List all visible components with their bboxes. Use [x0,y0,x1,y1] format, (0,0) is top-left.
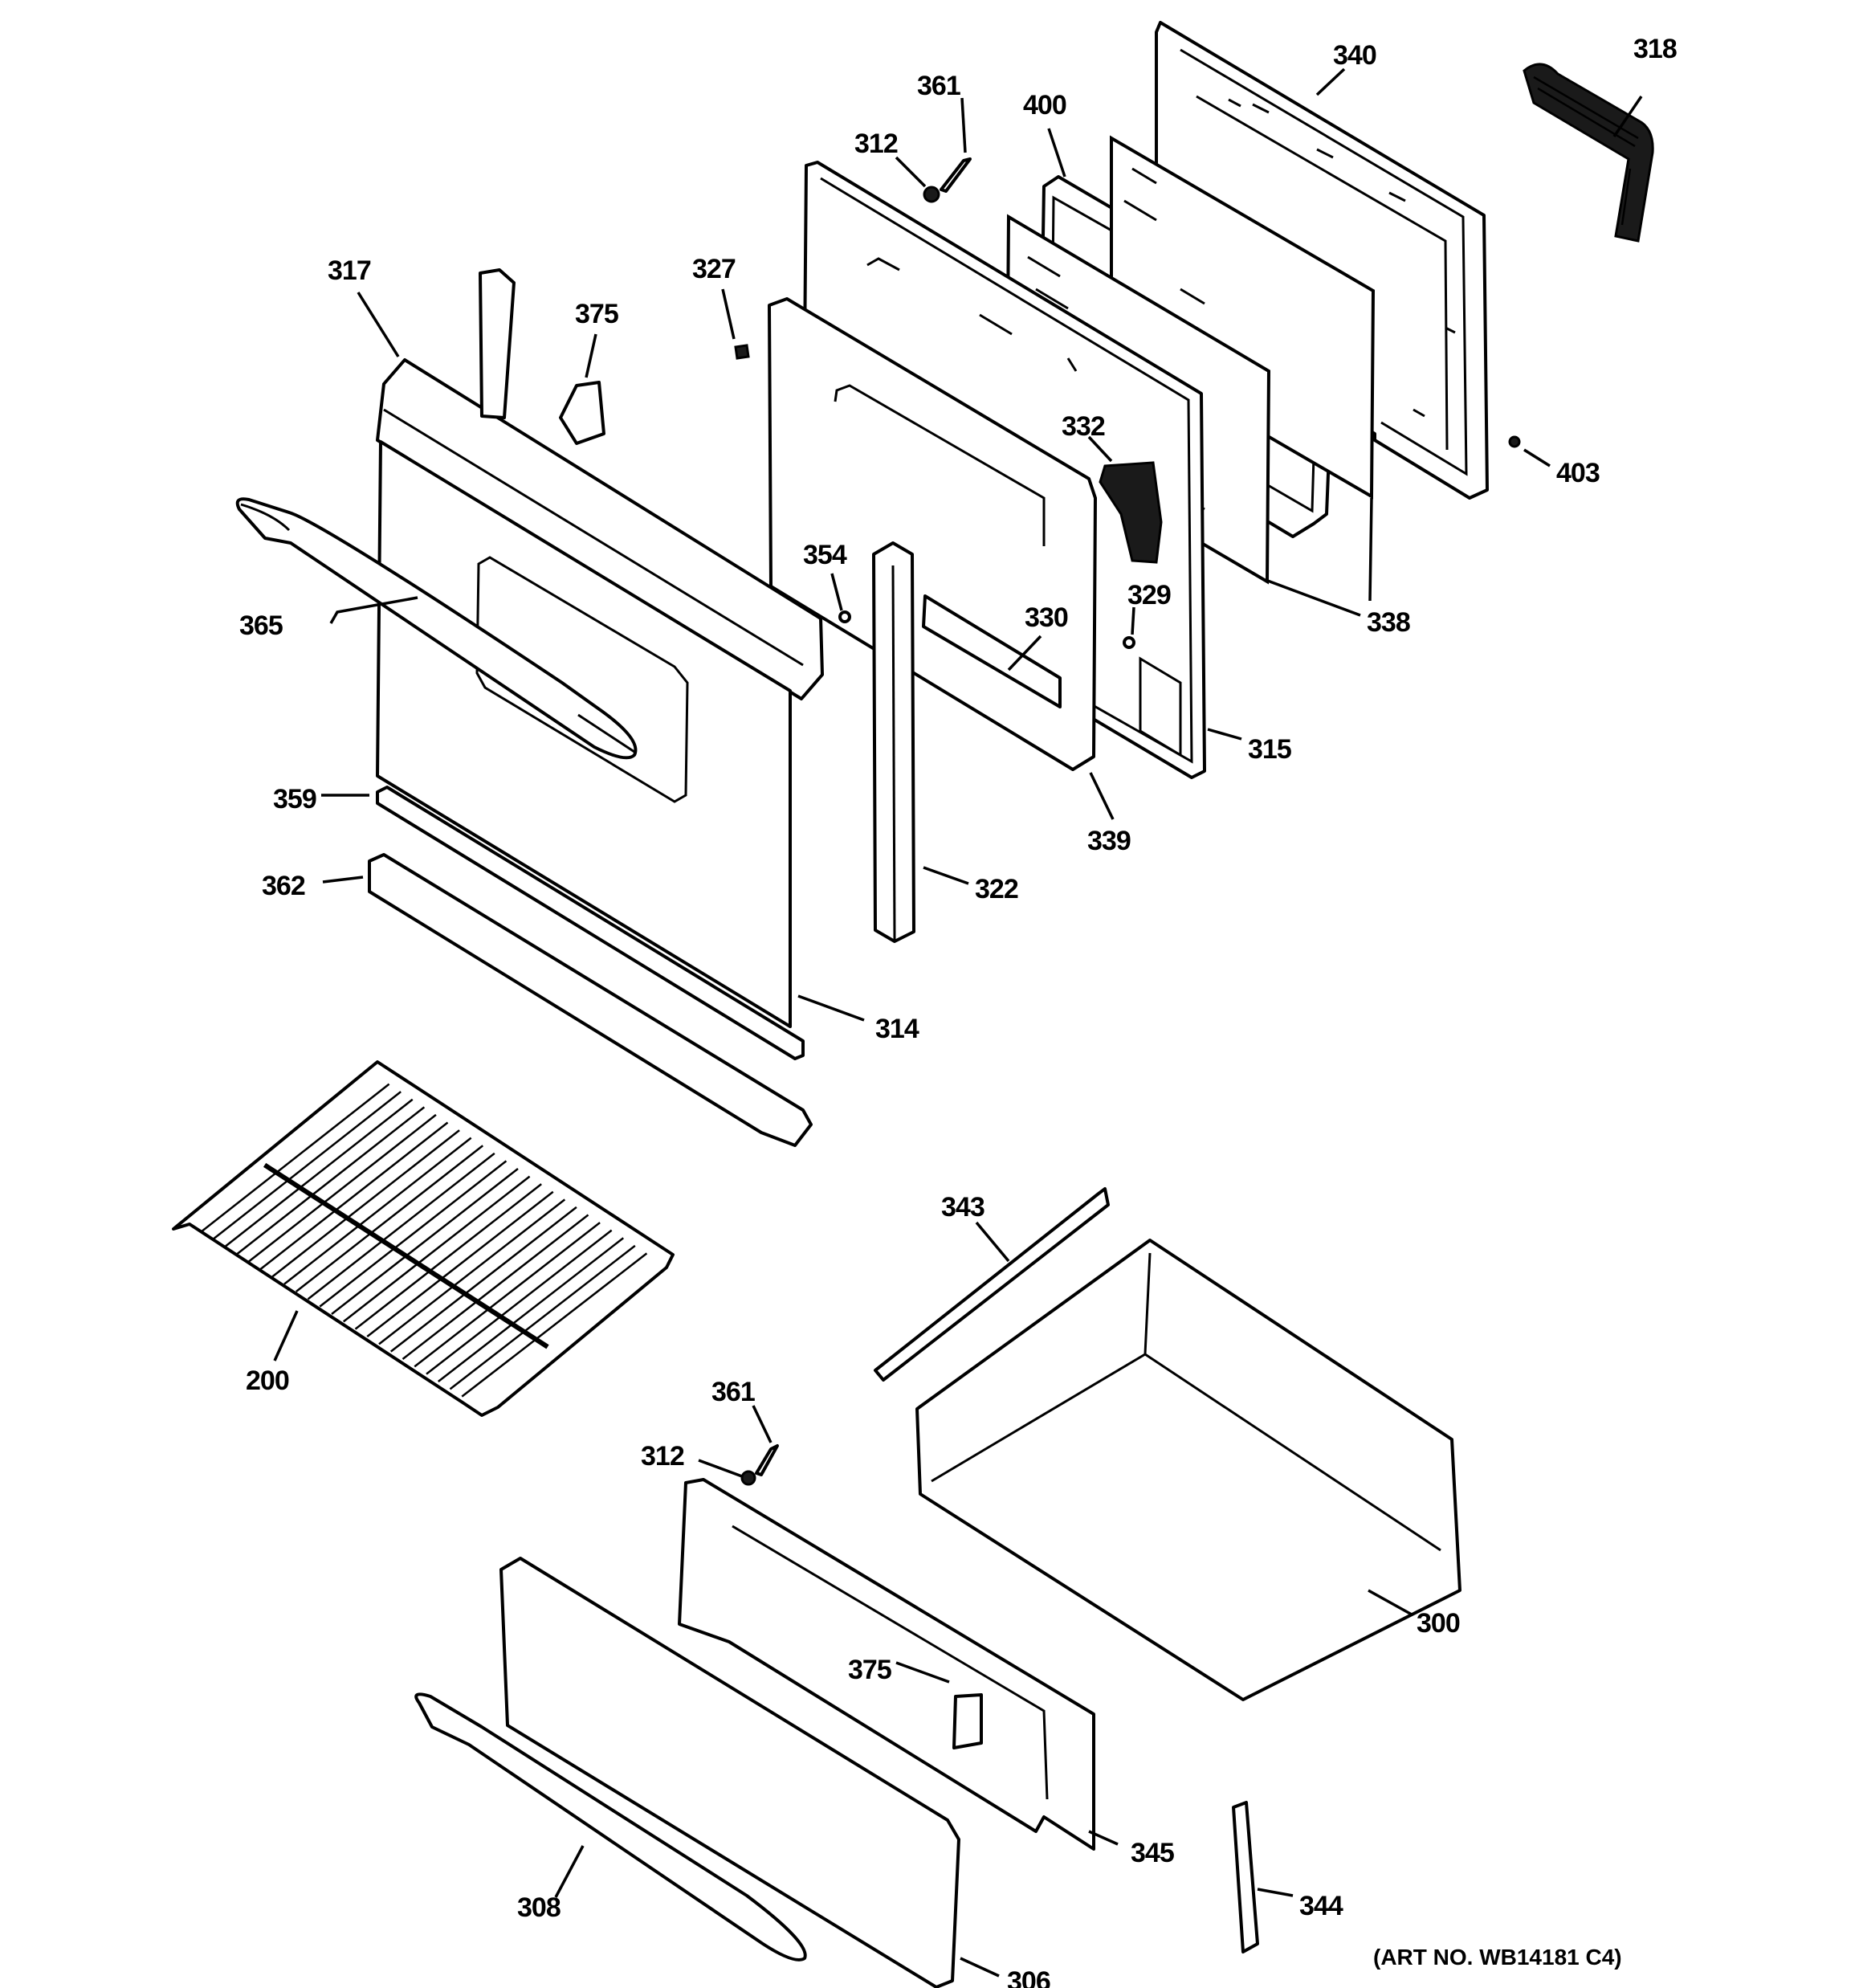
callout-labels: 318 340 361 400 312 327 317 375 332 403 … [239,34,1678,1988]
part-375-hinge-receiver-bottom [952,1693,983,1749]
callout-338: 338 [1367,607,1410,638]
callout-312-top: 312 [854,129,898,159]
part-318-door-gasket [1523,63,1654,243]
rack-wire [378,1198,566,1345]
callout-317: 317 [328,255,371,286]
part-344-drawer-rear-bracket [1232,1801,1259,1953]
callout-375-bottom: 375 [848,1655,891,1685]
callout-403: 403 [1556,458,1600,488]
leader-lines [273,67,1643,1978]
rack-wire [426,1229,613,1375]
rack-wire [283,1137,472,1285]
rack-wire [354,1183,542,1330]
part-361-screw-top [940,157,972,193]
rack-wire [307,1152,495,1300]
callout-400: 400 [1023,90,1066,120]
callout-344: 344 [1299,1891,1343,1921]
part-306-drawer-front-panel [499,1557,960,1988]
callout-361-bottom: 361 [711,1377,755,1407]
rack-wire [236,1106,426,1255]
rack-wire [295,1145,484,1292]
part-300-storage-drawer [915,1239,1461,1701]
part-403-screw [1508,435,1521,448]
callout-327: 327 [692,254,736,284]
part-362-vent-trim [368,853,813,1147]
part-354-screw [838,610,851,623]
callout-343: 343 [941,1192,984,1223]
part-365-door-handle [235,497,638,760]
rack-wire [449,1244,636,1390]
rack-wire [200,1083,390,1233]
callout-318: 318 [1633,34,1677,64]
callout-322: 322 [975,874,1018,904]
art-number: (ART NO. WB14181 C4) [1373,1945,1622,1970]
rack-wire [366,1190,554,1337]
rack-wire [342,1175,531,1323]
rack-wire [212,1091,402,1240]
rack-wire [247,1113,437,1263]
part-345-drawer-front-frame [678,1478,1095,1851]
callout-365: 365 [239,610,283,641]
part-361-screw-bottom [755,1444,779,1476]
rack-wire [461,1252,648,1398]
callout-359: 359 [273,784,316,814]
part-312-washer-top [923,186,940,203]
part-343-drawer-slide [874,1187,1110,1382]
rack-wire [437,1237,625,1382]
part-317-door-top-trim [376,358,824,700]
callout-200: 200 [246,1365,289,1396]
rack-cross-bar [263,1162,549,1349]
callout-312-bottom: 312 [641,1441,684,1472]
callout-354: 354 [803,540,847,570]
part-317-bracket-strip [479,268,516,419]
part-327-clip [734,344,750,360]
callout-306: 306 [1007,1966,1050,1988]
part-322-door-side-trim [872,541,915,943]
part-375-hinge-receiver-top [559,381,605,445]
callout-345: 345 [1131,1838,1174,1868]
rack-wire [389,1206,577,1353]
callout-315: 315 [1248,734,1291,765]
callout-340: 340 [1333,40,1376,71]
callout-329: 329 [1127,580,1171,610]
rack-wire [319,1160,508,1308]
rack-wire [402,1214,589,1360]
part-308-drawer-handle [414,1692,807,1961]
callout-339: 339 [1087,826,1131,856]
callout-330: 330 [1025,602,1068,633]
callout-375-top: 375 [575,299,618,329]
part-359-door-bottom-channel [376,786,805,1060]
callout-300: 300 [1417,1608,1460,1639]
callout-361-top: 361 [917,71,960,101]
callout-332: 332 [1062,411,1105,442]
callout-362: 362 [262,871,305,901]
part-312-washer-bottom [740,1470,756,1486]
callout-308: 308 [517,1892,561,1923]
rack-wire [414,1222,601,1368]
rack-wire [259,1121,449,1270]
callout-314: 314 [875,1014,919,1044]
rack-wire [331,1168,519,1315]
part-200-oven-rack [172,1060,675,1417]
rack-wire [271,1129,460,1278]
rack-wire [224,1098,414,1247]
part-330-window-liner [922,594,1062,708]
part-332-hinge-insulation [1099,461,1163,564]
part-329-screw [1123,636,1135,649]
